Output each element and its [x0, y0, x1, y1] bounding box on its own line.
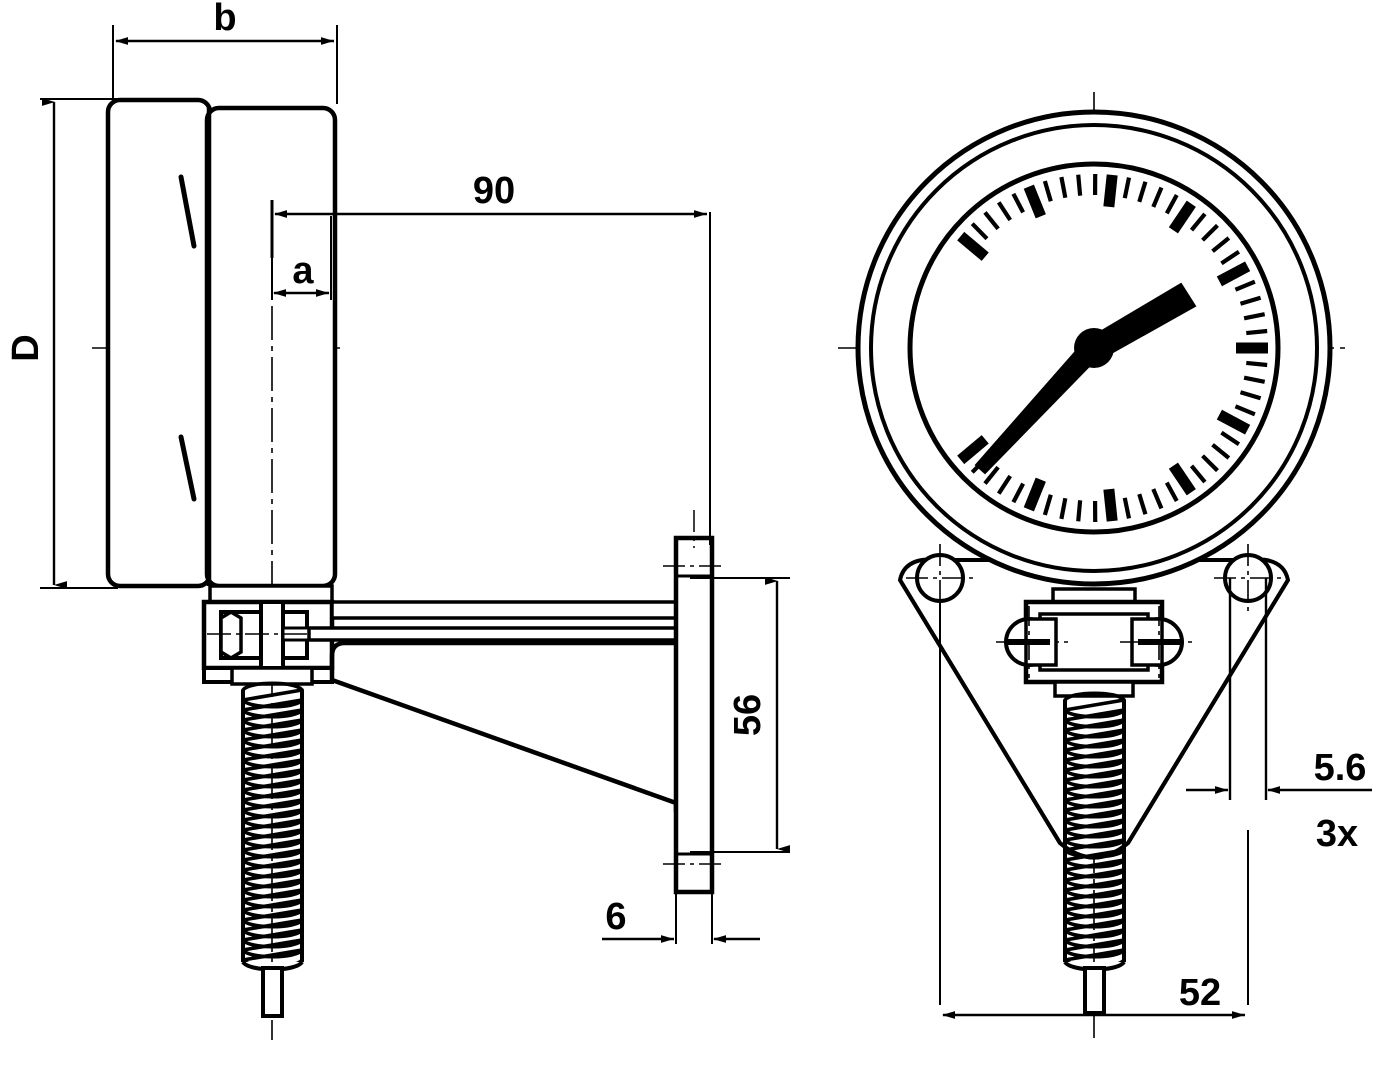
- gauge-minor-tick: [1011, 192, 1025, 214]
- support-arm-lower-rail: [329, 640, 688, 680]
- mounting-hole-left: [906, 544, 974, 1005]
- gauge-minor-tick: [1164, 481, 1179, 503]
- support-arm-upper-rail: [330, 600, 690, 620]
- support-gusset-diagonal: [331, 677, 677, 806]
- gauge-minor-tick: [1122, 177, 1132, 199]
- gauge-minor-tick: [1076, 174, 1083, 196]
- gauge-major-tick: [1103, 174, 1118, 208]
- gauge-minor-tick: [1239, 390, 1262, 401]
- dimension-6: 6: [602, 886, 760, 944]
- gauge-minor-tick: [970, 222, 989, 241]
- gauge-minor-tick: [983, 465, 1000, 485]
- gauge-minor-tick: [1011, 482, 1025, 504]
- gauge-minor-tick: [1137, 493, 1148, 515]
- gauge-minor-tick: [1042, 180, 1053, 202]
- clamp-top-plate: [208, 584, 334, 604]
- dim-5-6-label: 5.6: [1314, 747, 1367, 789]
- gauge-minor-tick: [1201, 454, 1219, 473]
- gauge-minor-tick: [1220, 430, 1241, 447]
- gauge-minor-tick: [1122, 497, 1132, 519]
- threaded-stem: [241, 681, 304, 1018]
- gauge-minor-tick: [1211, 236, 1231, 253]
- gauge-minor-tick: [1211, 443, 1231, 460]
- gauge-major-tick: [1216, 261, 1251, 287]
- front-stem-tip-pin: [1083, 966, 1106, 1015]
- gauge-major-tick: [1168, 200, 1196, 234]
- gauge-minor-tick: [983, 211, 1000, 231]
- gauge-minor-tick: [1220, 249, 1241, 266]
- gauge-minor-tick: [1189, 212, 1207, 232]
- support-arm-bolt-extension: [307, 626, 690, 642]
- gauge-minor-tick: [1137, 181, 1148, 203]
- dimension-b: b: [112, 0, 338, 104]
- gauge-minor-tick: [996, 474, 1012, 495]
- dim-52-label: 52: [1179, 972, 1221, 1014]
- dim-90-label: 90: [473, 170, 515, 212]
- gauge-major-tick: [1103, 488, 1118, 522]
- gauge-major-tick: [1023, 477, 1046, 512]
- wall-mount-flange-plate: [673, 535, 715, 895]
- gauge-minor-tick: [1234, 279, 1256, 292]
- gauge-major-tick: [1216, 409, 1251, 435]
- dim-3x-label: 3x: [1316, 813, 1358, 855]
- dim-b-label: b: [213, 0, 236, 39]
- dimension-52: 52: [942, 972, 1245, 1019]
- clamp-center-web: [259, 600, 285, 670]
- side-view: b D 90 a 56: [5, 0, 790, 1040]
- gauge-minor-tick: [1189, 464, 1207, 484]
- gauge-minor-tick: [1059, 176, 1068, 199]
- gauge-minor-tick: [1164, 193, 1179, 215]
- gauge-minor-tick: [1246, 328, 1268, 336]
- gauge-minor-tick: [1243, 312, 1266, 321]
- dimension-D: D: [5, 98, 118, 589]
- dimension-a: a: [271, 216, 332, 300]
- dim-56-label: 56: [727, 694, 769, 736]
- gauge-minor-tick: [1151, 186, 1164, 208]
- gauge-minor-tick: [1042, 494, 1053, 516]
- dim-D-label: D: [5, 334, 47, 361]
- gauge-minor-tick: [1243, 375, 1266, 384]
- front-view: 5.6 3x 52: [838, 92, 1372, 1038]
- dimension-90: 90: [270, 170, 711, 545]
- front-threaded-stem: [1063, 691, 1126, 1015]
- gauge-major-tick: [1023, 184, 1046, 219]
- gauge-minor-tick: [996, 201, 1012, 222]
- gauge-pointer-hub: [1074, 328, 1114, 368]
- gauge-minor-tick: [1151, 488, 1164, 510]
- dim-a-label: a: [292, 250, 314, 292]
- stem-tip-pin: [261, 966, 284, 1018]
- gauge-minor-tick: [1059, 497, 1068, 520]
- gauge-minor-tick: [1076, 500, 1083, 522]
- case-surface-mark-lower: [178, 434, 197, 502]
- gauge-minor-tick: [1201, 223, 1219, 242]
- gauge-minor-tick: [1239, 295, 1262, 306]
- gauge-major-tick: [1168, 462, 1196, 496]
- dimension-5-6: 5.6 3x: [1186, 747, 1372, 855]
- front-clamp-washer: [1053, 680, 1135, 698]
- dimension-56: 56: [690, 577, 790, 853]
- mounting-hole-right: [1214, 544, 1282, 612]
- gauge-case-bezel-body: [204, 105, 338, 589]
- case-surface-mark-upper: [178, 174, 197, 249]
- gauge-case-rear-body: [105, 97, 213, 589]
- gauge-major-tick: [957, 231, 989, 261]
- dim-6-label: 6: [605, 896, 626, 938]
- gauge-minor-tick: [1234, 404, 1256, 417]
- gauge-major-tick: [957, 435, 989, 465]
- gauge-minor-tick: [1246, 360, 1268, 368]
- clamp-bolt-head: [219, 609, 243, 661]
